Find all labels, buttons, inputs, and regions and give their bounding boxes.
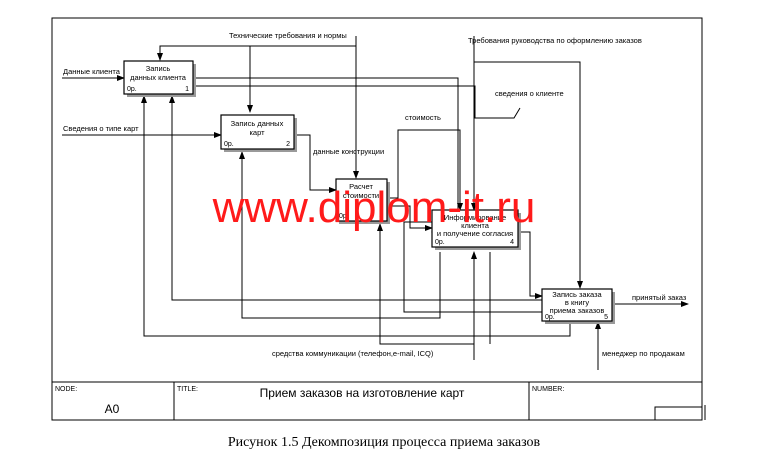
box-3-title-1: Расчет [349, 182, 373, 191]
box-1-number: 1 [185, 86, 189, 93]
diagram-frame [51, 17, 703, 421]
arrow-3-to-4 [387, 205, 433, 231]
box-2-cost: 0р. [224, 141, 234, 148]
arrow-feedback-4 [169, 95, 542, 301]
box-2-title-1: Запись данных [231, 119, 284, 128]
figure-caption: Рисунок 1.5 Декомпозиция процесса приема… [228, 435, 541, 450]
box-3-number: 3 [379, 213, 383, 220]
label-card-type: Сведения о типе карт [63, 124, 139, 133]
box-4-title-2: клиента [461, 221, 490, 230]
footer-title-label: TITLE: [177, 386, 198, 393]
function-box-5: Запись заказа в книгу приема заказов 0р.… [541, 288, 615, 324]
box-4-cost: 0р. [435, 239, 445, 246]
footer-node-label: NODE: [55, 386, 77, 393]
arrow-mgmt-req [473, 36, 583, 289]
arrow-mech-comm-3 [377, 223, 474, 345]
arrow-client-info [193, 85, 521, 119]
box-4-title-1: Информирование [444, 213, 506, 222]
arrow-4-to-5 [518, 231, 543, 299]
arrows [62, 36, 689, 370]
box-1-cost: 0р. [127, 86, 137, 93]
box-4-number: 4 [510, 239, 514, 246]
arrow-cost [387, 129, 463, 211]
box-3-title-2: стоимости [343, 191, 379, 200]
function-box-2: Запись данных карт 0р. 2 [220, 114, 297, 152]
label-mgmt-req: Требования руководства по оформлению зак… [468, 36, 642, 45]
box-5-number: 5 [604, 314, 608, 321]
box-2-title-2: карт [249, 128, 265, 137]
box-5-cost: 0р. [545, 314, 555, 321]
box-3-cost: 0р. [339, 213, 349, 220]
box-2-number: 2 [286, 141, 290, 148]
footer-number-label: NUMBER: [532, 386, 564, 393]
box-5-title-3: приема заказов [550, 306, 605, 315]
arrow-2-to-3 [294, 134, 337, 193]
function-box-1: Запись данных клиента 0р. 1 [123, 60, 196, 97]
function-box-3: Расчет стоимости 0р. 3 [335, 178, 390, 224]
label-client-info: сведения о клиенте [495, 89, 564, 98]
arrow-feedback-1 [141, 95, 571, 337]
box-1-title-1: Запись [146, 64, 171, 73]
function-box-4: Информирование клиента и получение согла… [431, 209, 521, 250]
box-4-title-3: и получение согласия [437, 229, 513, 238]
footer-small-cell [654, 406, 703, 421]
arrow-tech-req-box2 [247, 45, 356, 113]
label-cost: стоимость [405, 113, 441, 122]
watermark: www.diplom-it.ru [212, 183, 536, 232]
footer-node-value: A0 [105, 402, 120, 416]
box-1-title-2: данных клиента [130, 73, 187, 82]
label-design-data: данные конструкции [313, 147, 384, 156]
label-accepted-order: принятый заказ [632, 293, 687, 302]
label-manager: менеджер по продажам [602, 349, 685, 358]
footer-title-value: Прием заказов на изготовление карт [260, 386, 465, 400]
arrow-feedback-2 [239, 151, 441, 319]
box-5-title-1: Запись заказа [552, 290, 602, 299]
box-5-title-2: в книгу [565, 298, 589, 307]
arrow-feedback-3 [403, 221, 542, 313]
label-client-data: Данные клиента [63, 67, 121, 76]
arrow-tech-req-box1 [157, 45, 356, 61]
label-comm-means: средства коммуникации (телефон,e-mail, I… [272, 349, 434, 358]
label-tech-req: Технические требования и нормы [229, 31, 347, 40]
